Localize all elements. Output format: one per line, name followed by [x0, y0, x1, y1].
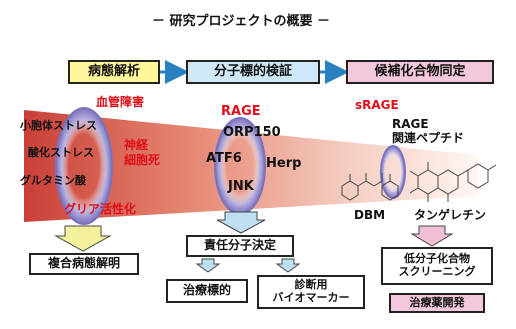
down-arrow-blue-small-1	[195, 258, 221, 273]
label-orp150: ORP150	[223, 125, 281, 140]
box-responsible-molecule: 責任分子決定	[186, 235, 294, 257]
label-glial-activation: グリア活性化	[64, 202, 137, 216]
down-arrow-yellow	[54, 225, 112, 252]
label-vascular-damage: 血管障害	[96, 95, 145, 109]
label-oxidative-stress: 酸化ストレス	[28, 146, 94, 159]
stage-box-pathology: 病態解析	[68, 60, 160, 84]
ring-left	[55, 107, 113, 225]
diagram-title: － 研究プロジェクトの概要 －	[152, 14, 331, 29]
down-arrow-blue-small-2	[275, 258, 301, 273]
box-diagnostic-biomarker: 診断用 バイオマーカー	[257, 275, 365, 309]
label-rage-peptide: RAGE 関連ペプチド	[392, 117, 465, 145]
label-glutamate: グルタミン酸	[20, 174, 86, 187]
down-arrow-pink	[410, 225, 454, 247]
label-srage-red: sRAGE	[355, 98, 399, 112]
box-therapeutic-target: 治療標的	[166, 279, 248, 303]
label-er-stress: 小胞体ストレス	[20, 119, 97, 132]
label-neuronal-death: 神経 細胞死	[124, 138, 161, 167]
down-arrow-blue-middle	[216, 211, 266, 234]
label-jnk: JNK	[228, 179, 254, 194]
label-rage-red: RAGE	[221, 104, 261, 119]
box-small-molecule-screening: 低分子化合物 スクリーニング	[381, 247, 493, 285]
ring-right	[380, 145, 406, 199]
stage-box-target-validation: 分子標的検証	[186, 60, 320, 84]
label-tangeretin: タンゲレチン	[414, 208, 487, 222]
box-complex-pathology: 複合病態解明	[29, 253, 139, 275]
box-drug-development: 治療薬開発	[389, 293, 485, 313]
dbm-structure	[341, 173, 399, 201]
label-atf6: ATF6	[206, 151, 242, 166]
stage-box-compound-identification: 候補化合物同定	[346, 60, 494, 84]
label-dbm: DBM	[354, 208, 386, 222]
label-herp: Herp	[266, 156, 302, 171]
tangeretin-structure	[409, 162, 497, 202]
